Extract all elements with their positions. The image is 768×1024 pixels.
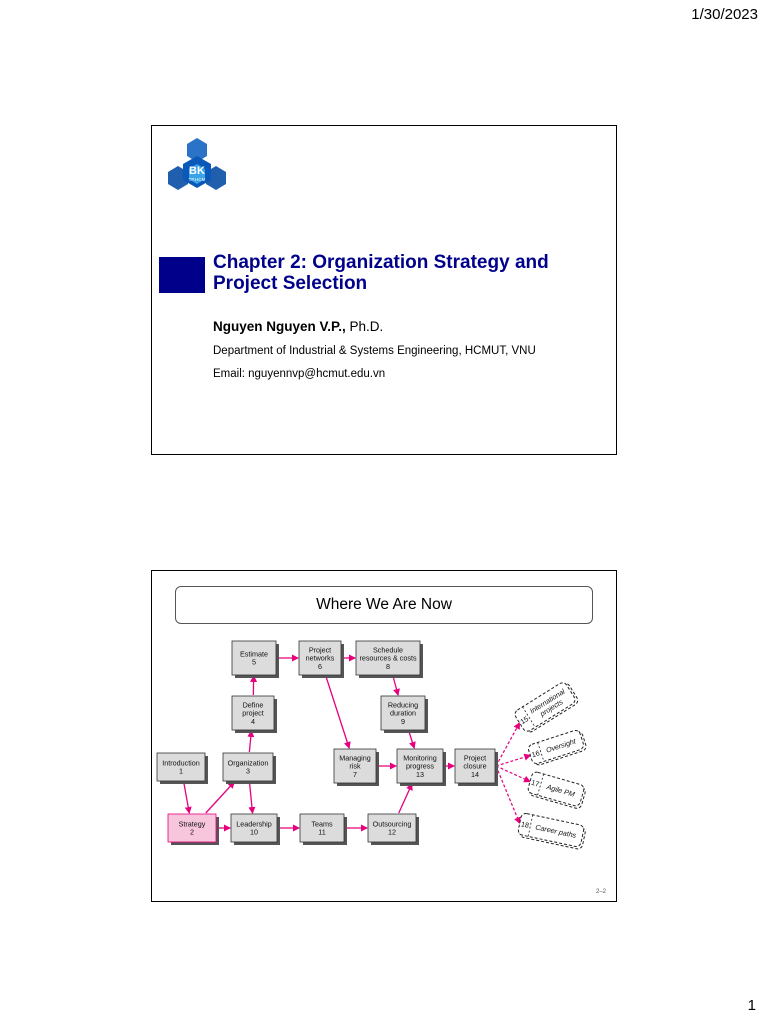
node-label: Schedule <box>373 645 403 654</box>
arrow-org-to-define <box>247 730 255 753</box>
node-label: 14 <box>471 770 479 779</box>
node-label: 10 <box>250 828 258 837</box>
node-label: closure <box>463 762 486 771</box>
node-label: 5 <box>252 658 256 667</box>
node-label: Estimate <box>240 650 268 659</box>
node-label: Teams <box>311 820 333 829</box>
arrow-outsourcing-to-monitor <box>398 783 413 814</box>
node-label: Leadership <box>236 820 272 829</box>
node-label: project <box>242 709 264 718</box>
node-label: networks <box>306 654 335 663</box>
node-label: 3 <box>246 767 250 776</box>
node-label: Introduction <box>162 759 200 768</box>
node-label: 9 <box>401 717 405 726</box>
topic-number: 16 <box>530 748 540 759</box>
university-logo: BK TP.HCM <box>168 138 226 190</box>
node-label: 6 <box>318 662 322 671</box>
node-label: 2 <box>190 828 194 837</box>
slide-title-text: Chapter 2: Organization Strategy and Pro… <box>213 252 549 294</box>
node-label: risk <box>349 762 361 771</box>
arrow-org-to-leader <box>248 781 256 814</box>
logo-subtext: TP.HCM <box>189 177 206 182</box>
node-label: Organization <box>228 759 269 768</box>
node-label: Outsourcing <box>373 820 412 829</box>
node-label: duration <box>390 709 416 718</box>
node-label: Project <box>464 753 486 762</box>
node-label: 4 <box>251 717 255 726</box>
node-label: progress <box>406 762 434 771</box>
arrow-networks-to-risk <box>325 675 351 749</box>
arrow-closure-to-t18 <box>495 765 521 825</box>
arrow-closure-to-t15 <box>495 722 521 767</box>
node-label: Define <box>243 700 264 709</box>
roadmap-heading: Where We Are Now <box>175 586 593 624</box>
email: Email: nguyennvp@hcmut.edu.vn <box>213 368 386 380</box>
topic-number: 18 <box>520 819 530 829</box>
department: Department of Industrial & Systems Engin… <box>213 345 536 357</box>
arrow-closure-to-t17 <box>495 765 531 783</box>
slide-title: BK TP.HCM Chapter 2: Organization Strate… <box>151 125 617 455</box>
arrow-closure-to-t16 <box>495 753 532 767</box>
arrow-schedule-to-reducing <box>392 675 400 696</box>
node-label: Monitoring <box>403 753 437 762</box>
node-label: 11 <box>318 828 325 837</box>
node-label: 1 <box>179 767 183 776</box>
arrow-intro-to-strategy <box>183 781 192 814</box>
node-label: Reducing <box>388 700 418 709</box>
node-label: 7 <box>353 770 357 779</box>
arrow-strategy-to-org <box>205 781 235 814</box>
node-label: Managing <box>339 753 371 762</box>
author-degree: Ph.D. <box>345 319 384 334</box>
node-label: Project <box>309 645 331 654</box>
node-label: Strategy <box>179 820 206 829</box>
node-label: resources & costs <box>359 654 417 663</box>
page-number: 1 <box>747 997 756 1014</box>
author-name: Nguyen Nguyen V.P., <box>213 319 346 334</box>
topic-number: 17 <box>530 778 540 789</box>
node-label: 8 <box>386 662 390 671</box>
node-label: 13 <box>416 770 424 779</box>
slide-number: 2–2 <box>595 889 606 895</box>
node-label: 12 <box>388 828 396 837</box>
arrow-reducing-to-monitor <box>408 730 416 749</box>
title-accent-block <box>159 257 205 293</box>
header-date: 1/30/2023 <box>691 6 758 23</box>
roadmap-diagram: Estimate5Projectnetworks6Scheduleresourc… <box>156 640 587 850</box>
logo-text: BK <box>189 165 205 177</box>
topic-number: 15 <box>518 714 530 726</box>
author-line: Nguyen Nguyen V.P., Ph.D. <box>213 319 383 334</box>
